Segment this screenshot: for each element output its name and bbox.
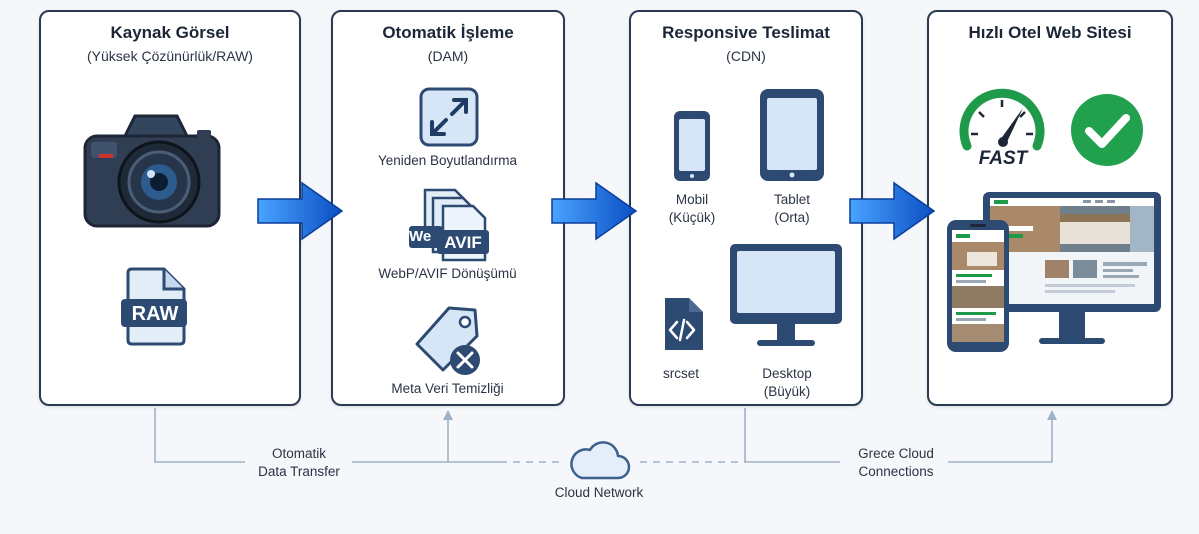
srcset-label: srcset bbox=[662, 366, 699, 381]
data-transfer-label-line2: Data Transfer bbox=[258, 464, 340, 479]
flow-arrow-1 bbox=[257, 181, 344, 241]
panel-title: Otomatik İşleme bbox=[382, 23, 514, 42]
cloud-icon bbox=[570, 441, 631, 480]
panel-title: Kaynak Görsel bbox=[110, 23, 230, 42]
check-icon bbox=[1071, 94, 1143, 166]
raw-badge-label: RAW bbox=[131, 303, 179, 325]
desktop-icon bbox=[730, 244, 842, 346]
panel-fast-hotel-website: Hızlı Otel Web Sitesi FAST bbox=[927, 10, 1173, 406]
metadata-cleanup-label: Meta Veri Temizliği bbox=[391, 381, 504, 396]
desktop-label: Desktop bbox=[762, 366, 812, 381]
panel-responsive-delivery: Responsive Teslimat (CDN) Mobil (Küçük) … bbox=[629, 10, 863, 406]
flow-arrow-3 bbox=[849, 181, 936, 241]
camera-icon bbox=[83, 114, 221, 228]
panel-subtitle: (Yüksek Çözünürlük/RAW) bbox=[87, 48, 253, 64]
flow-arrow-2 bbox=[551, 181, 638, 241]
webp-avif-files-icon bbox=[409, 188, 489, 262]
raw-file-icon bbox=[121, 267, 187, 346]
resize-icon bbox=[419, 87, 479, 147]
resize-label: Yeniden Boyutlandırma bbox=[377, 153, 518, 168]
mobile-icon bbox=[674, 111, 710, 181]
mobile-size-label: (Küçük) bbox=[668, 210, 716, 225]
fast-label: FAST bbox=[978, 148, 1028, 169]
desktop-size-label: (Büyük) bbox=[763, 384, 811, 399]
cloud-connections-label-line2: Connections bbox=[858, 464, 934, 479]
panel-subtitle: (CDN) bbox=[726, 48, 766, 64]
code-file-icon bbox=[665, 298, 703, 350]
panel-automatic-processing: Otomatik İşleme (DAM) Yeniden Boyutlandı… bbox=[331, 10, 565, 406]
tablet-size-label: (Orta) bbox=[774, 210, 810, 225]
panel-subtitle: (DAM) bbox=[427, 48, 469, 64]
tablet-icon bbox=[760, 89, 824, 181]
panel-title: Hızlı Otel Web Sitesi bbox=[968, 23, 1132, 42]
mobile-label: Mobil bbox=[675, 192, 709, 207]
avif-badge-label: AVIF bbox=[444, 233, 482, 252]
metadata-tag-remove-icon bbox=[415, 306, 480, 375]
panel-title: Responsive Teslimat bbox=[662, 23, 830, 42]
webp-avif-label: WebP/AVIF Dönüşümü bbox=[378, 266, 517, 281]
tablet-label: Tablet bbox=[773, 192, 811, 207]
webp-badge-label: We bbox=[409, 228, 432, 245]
cloud-network-label: Cloud Network bbox=[554, 485, 644, 500]
speedometer-icon bbox=[959, 88, 1045, 151]
hotel-website-devices-icon bbox=[947, 192, 1161, 352]
cloud-connections-label-line1: Grece Cloud bbox=[858, 446, 934, 461]
data-transfer-label-line1: Otomatik bbox=[271, 446, 326, 461]
